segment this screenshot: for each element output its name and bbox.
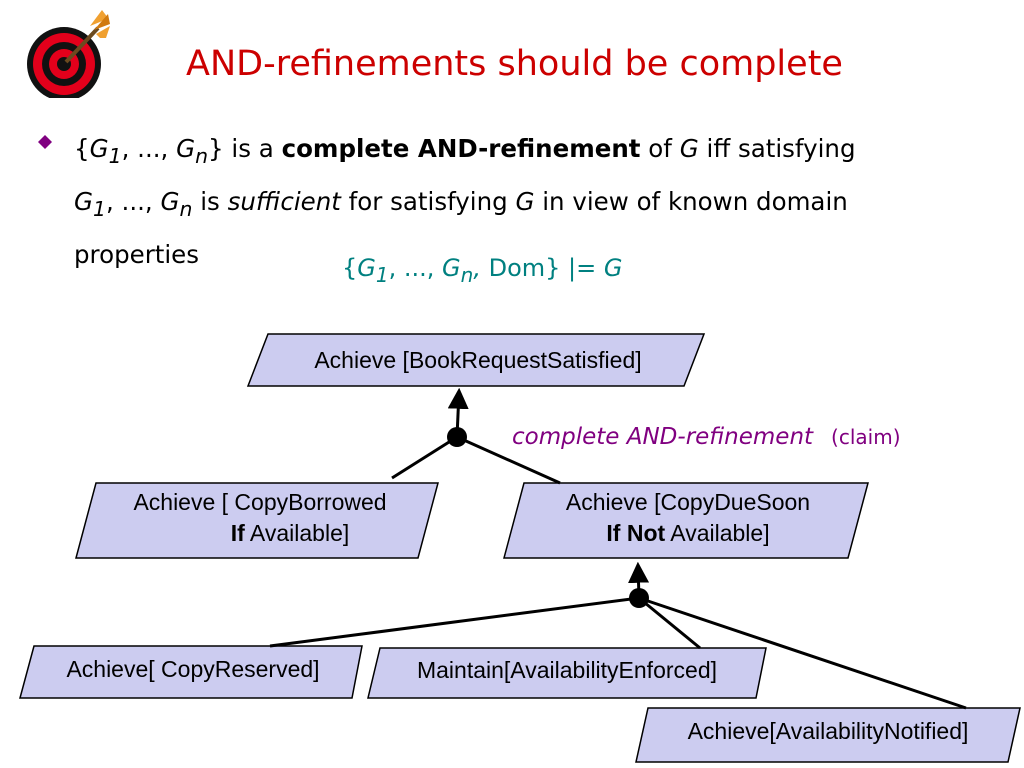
goal-book-request-satisfied: Achieve [BookRequestSatisfied] (314, 347, 642, 373)
entailment-formula: {G1, ..., Gn, Dom} |= G (342, 254, 623, 287)
and-node-upper (447, 427, 467, 447)
slide-title: AND-refinements should be complete (186, 44, 843, 84)
and-node-lower (629, 588, 649, 608)
goal-shape-reserved (19, 645, 363, 699)
goal-shape-root (246, 333, 706, 387)
definition-paragraph: {G1, ..., Gn} is a complete AND-refineme… (74, 134, 856, 269)
target-dart-icon (27, 10, 110, 98)
goal-copy-borrowed-if-available: Achieve [ CopyBorrowed If Available] (133, 489, 387, 546)
goal-copy-due-soon-if-not-available: Achieve [CopyDueSoon If Not Available] (565, 489, 811, 546)
goal-availability-enforced: Maintain[AvailabilityEnforced] (416, 657, 717, 683)
goal-shape-notified (635, 707, 1021, 763)
refinement-link-lower-reserved (269, 596, 640, 648)
claim-annotation: complete AND-refinement (claim) (512, 424, 901, 450)
claim-main-text: complete AND-refinement (512, 424, 814, 450)
goal-shape-right (503, 482, 869, 559)
goal-shape-left (75, 482, 439, 559)
complete-and-refinement-term: complete AND-refinement (281, 134, 641, 163)
refinement-link-upper-left (391, 435, 458, 480)
refinement-link-lower-enforced (638, 596, 701, 650)
goal-availability-notified: Achieve[AvailabilityNotified] (687, 718, 969, 744)
claim-note-text: (claim) (831, 425, 901, 449)
goal-shape-enforced (367, 647, 767, 699)
refinement-link-upper-right (456, 435, 561, 485)
diamond-bullet-icon (38, 135, 52, 149)
refinement-link-lower-notified (638, 596, 967, 710)
goal-copy-reserved: Achieve[ CopyReserved] (66, 656, 320, 682)
